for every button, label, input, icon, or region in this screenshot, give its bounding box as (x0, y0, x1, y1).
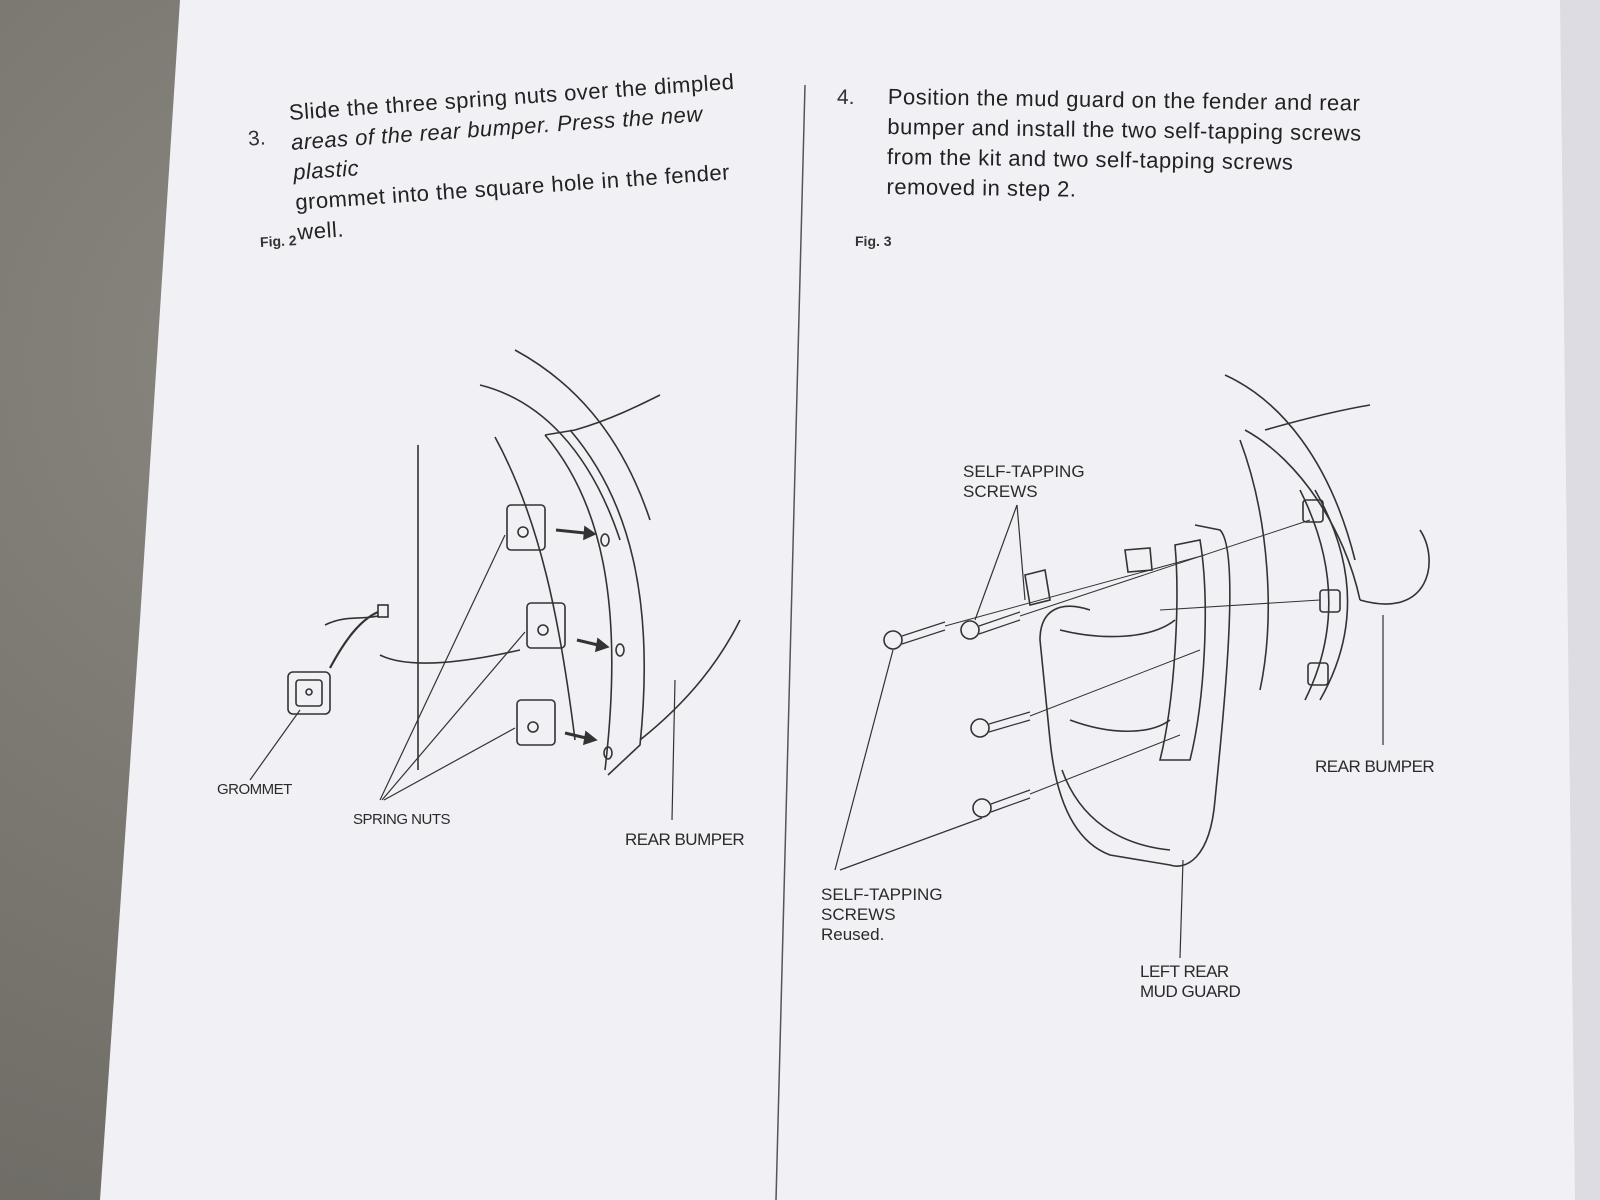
fig2-drawing (249, 349, 741, 821)
fig3-well-edge (1239, 439, 1269, 691)
leader-top-screw-1 (974, 504, 1018, 621)
well-panel-edge (494, 436, 576, 741)
fig3-bumper-clip-2 (1319, 589, 1341, 613)
leader-top-screw-2 (1016, 504, 1026, 601)
callout-screws-top: SELF-TAPPING SCREWS (963, 462, 1085, 502)
fig3-fender-top (1264, 404, 1371, 431)
leader-nut-1 (379, 534, 506, 801)
spring-nut-3-hole (527, 721, 539, 733)
leader-bottom-screw-1 (834, 649, 894, 871)
arrow-nut-3 (564, 731, 587, 740)
step4-text: Position the mud guard on the fender and… (886, 82, 1448, 210)
paper-edge-shadow (1560, 0, 1600, 1200)
fig3-bumper-edge (1299, 489, 1330, 701)
leader-grommet (249, 709, 301, 781)
align-line-4 (1029, 734, 1181, 795)
callout-mud-guard-line-1: LEFT REAR (1140, 962, 1229, 981)
leader-nut-3 (383, 727, 516, 801)
fig3-bracket-right (1124, 547, 1153, 573)
mud-guard-rib-2 (1069, 719, 1171, 732)
mud-guard-inner-curve (1061, 769, 1171, 851)
arrowhead-nut-3 (582, 730, 598, 746)
fig3-drawing (834, 374, 1430, 959)
leader-mud-guard (1179, 859, 1184, 959)
align-line-3 (1029, 649, 1201, 717)
screw-3 (970, 711, 1031, 738)
grommet-inner (295, 679, 323, 707)
paper-sheet (100, 0, 1600, 1200)
callout-screws-top-line-1: SELF-TAPPING (963, 462, 1085, 481)
callout-grommet: GROMMET (217, 781, 292, 798)
align-line-2 (1019, 519, 1311, 617)
step4-number: 4. (836, 85, 855, 110)
fig3-label: Fig. 3 (855, 233, 892, 249)
leader-nut-2 (381, 631, 526, 801)
fig3-bumper-clip-3 (1307, 662, 1329, 686)
spring-nut-1-hole (517, 526, 529, 538)
column-divider (775, 84, 806, 1200)
fig3-bumper-edge-2 (1314, 489, 1349, 701)
bumper-top (544, 394, 661, 436)
callout-mud-guard-line-2: MUD GUARD (1140, 982, 1241, 1001)
arrowhead-nut-1 (583, 525, 597, 541)
callout-screws-top-line-2: SCREWS (963, 482, 1038, 501)
leader-bumper-fig2 (671, 679, 676, 821)
grommet-hole (305, 688, 313, 696)
spring-nut-2 (526, 602, 566, 649)
spring-nut-1 (506, 504, 546, 551)
callout-screws-bottom: SELF-TAPPING SCREWS Reused. (821, 885, 943, 945)
mud-guard-outline (1039, 524, 1231, 867)
spring-nut-2-hole (537, 624, 549, 636)
bumper-edge-2 (569, 429, 646, 776)
bumper-edge-1 (544, 434, 613, 771)
arrow-nut-2 (576, 638, 599, 647)
well-floor-line (379, 649, 521, 664)
fender-arc-inner (479, 384, 621, 541)
step3-number: 3. (247, 126, 267, 151)
fig3-body-curve (1359, 529, 1430, 605)
fig3-bumper-clip-1 (1302, 499, 1324, 523)
dimple-1 (600, 533, 610, 547)
mud-guard-flange (1158, 539, 1206, 761)
fig3-fender-arc-outer (1224, 374, 1356, 561)
grommet-shape (287, 671, 331, 715)
mud-guard-rib-1 (1059, 619, 1176, 638)
screw-4 (972, 789, 1031, 818)
square-hole (377, 604, 389, 618)
screw-2 (960, 611, 1021, 640)
bumper-lower-curve (639, 619, 741, 741)
align-line-5 (1159, 599, 1321, 611)
callout-mud-guard: LEFT REAR MUD GUARD (1140, 962, 1241, 1002)
dimple-2 (615, 643, 625, 657)
arrow-nut-1 (555, 528, 586, 535)
leader-bottom-screw-2 (839, 817, 983, 871)
align-line-1 (944, 554, 1206, 627)
callout-rear-bumper-fig2: REAR BUMPER (625, 830, 745, 849)
screw-1 (883, 621, 946, 650)
dimple-3 (603, 746, 613, 760)
callout-screws-bottom-line-2: SCREWS (821, 905, 896, 924)
callout-screws-bottom-line-1: SELF-TAPPING (821, 885, 943, 904)
callout-spring-nuts: SPRING NUTS (353, 811, 451, 828)
spring-nut-3 (516, 699, 556, 746)
callout-rear-bumper-fig3: REAR BUMPER (1315, 757, 1435, 776)
fig2-label: Fig. 2 (259, 232, 297, 250)
arrowhead-nut-2 (594, 637, 610, 653)
well-inner-line (324, 615, 379, 626)
callout-screws-bottom-line-3: Reused. (821, 925, 885, 944)
fender-arc-outer (514, 349, 651, 521)
fig3-bracket-left (1024, 569, 1051, 606)
grommet-arrow (329, 610, 379, 669)
